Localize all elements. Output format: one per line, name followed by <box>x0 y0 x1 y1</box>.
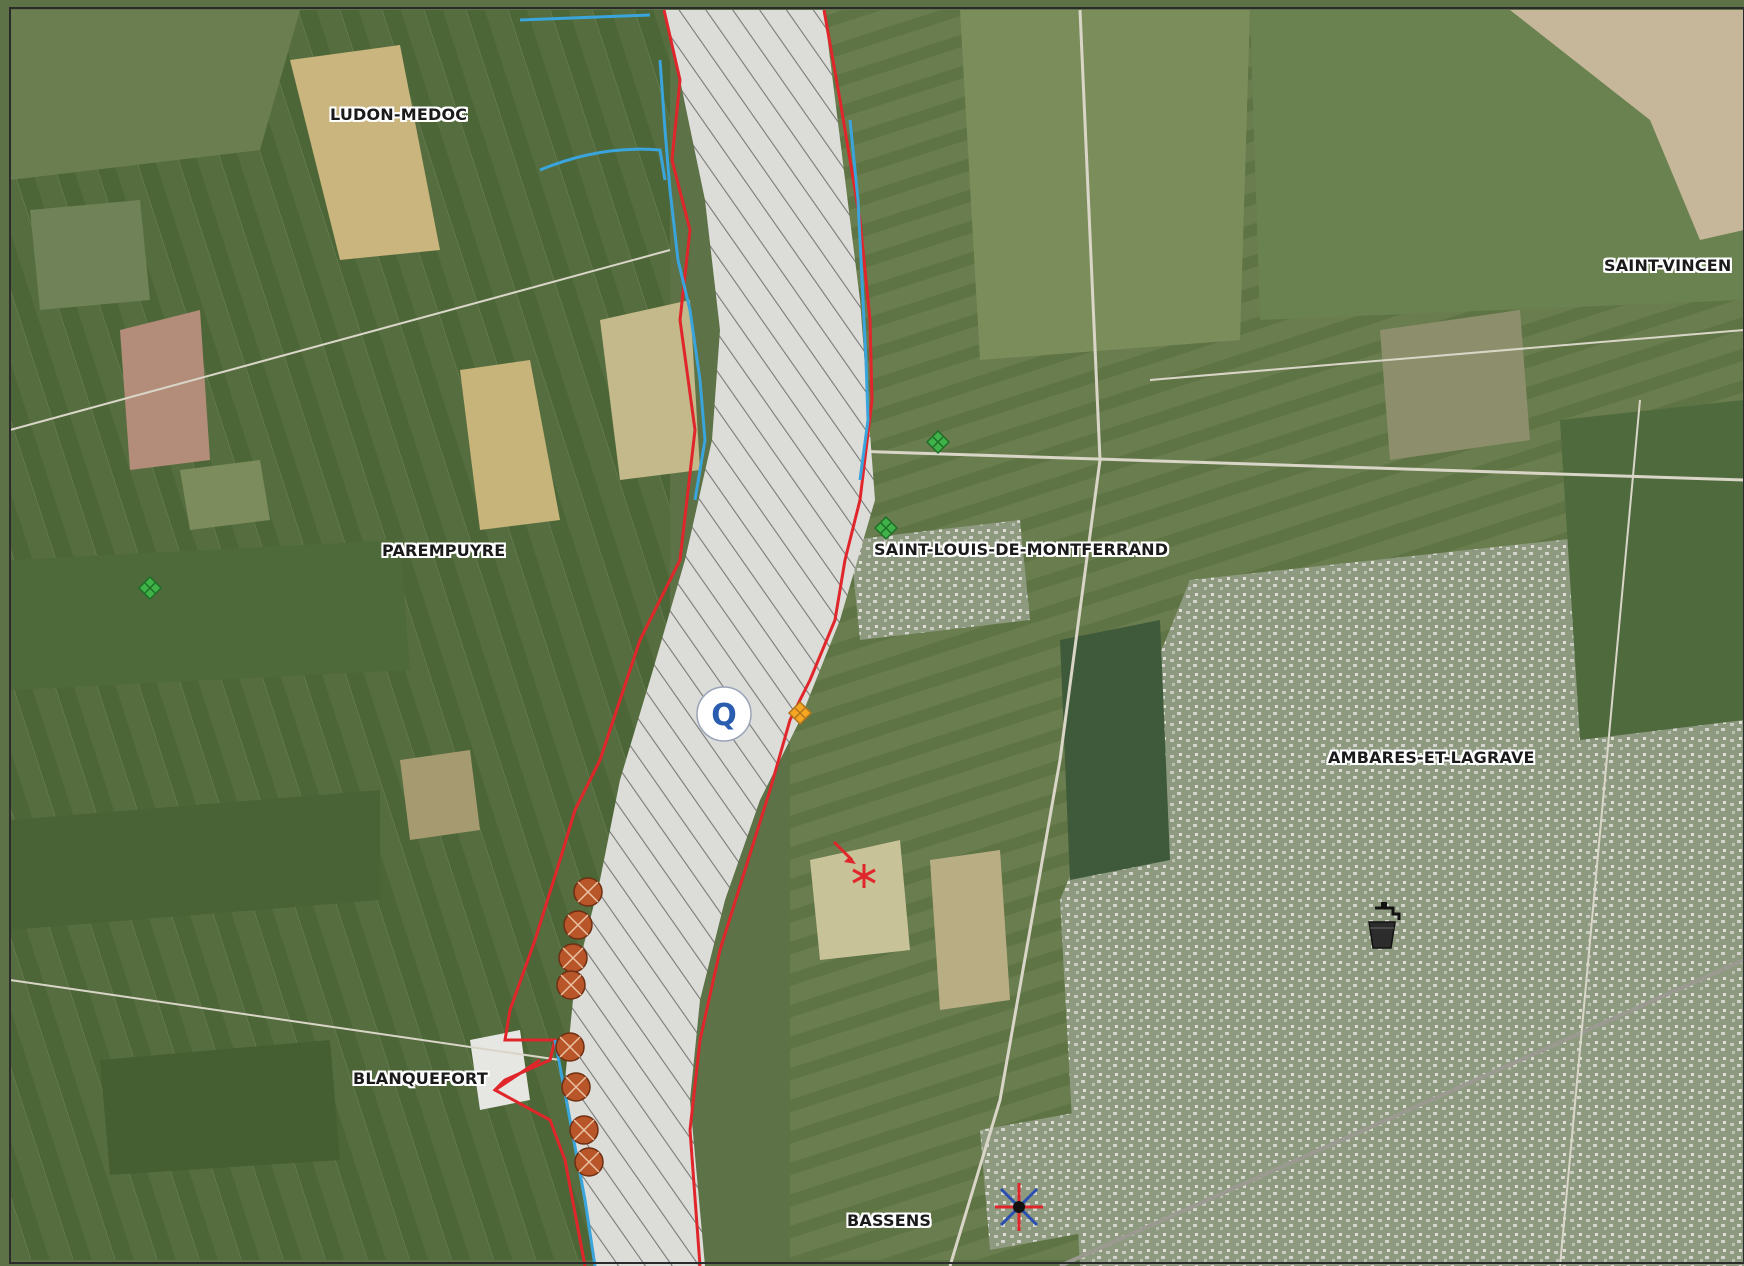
green-diamond-marker-icon[interactable] <box>873 515 899 541</box>
brown-crossed-circle-icon[interactable] <box>563 910 593 940</box>
river-hatched-zone <box>565 10 875 1266</box>
brown-crossed-circle-icon[interactable] <box>561 1072 591 1102</box>
place-label-saint-vincent: SAINT-VINCEN <box>1604 256 1732 275</box>
brown-crossed-circles <box>555 877 604 1177</box>
brown-crossed-circle-icon[interactable] <box>569 1115 599 1145</box>
place-label-ludon-medoc: LUDON-MEDOC <box>330 105 468 124</box>
roads <box>9 9 1744 1266</box>
q-symbol-text: Q <box>711 698 737 733</box>
red-asterisk-arrow-icon[interactable] <box>832 840 876 888</box>
place-label-parempuyre: PAREMPUYRE <box>382 541 506 560</box>
place-label-blanquefort: BLANQUEFORT <box>353 1069 488 1088</box>
brown-crossed-circle-icon[interactable] <box>558 943 588 973</box>
blue-streams <box>519 13 870 1266</box>
map-border <box>9 7 1744 1264</box>
east-fields <box>790 10 1744 1266</box>
brown-crossed-circle-icon[interactable] <box>556 970 586 1000</box>
place-label-saint-louis-de-montferrand: SAINT-LOUIS-DE-MONTFERRAND <box>874 540 1169 559</box>
green-diamond-marker-icon[interactable] <box>925 429 951 455</box>
orange-diamond-marker-icon[interactable] <box>787 700 813 726</box>
green-diamond-marker-icon[interactable] <box>137 575 163 601</box>
west-fields <box>10 10 700 1260</box>
red-boundary <box>492 9 874 1266</box>
brown-crossed-circle-icon[interactable] <box>574 1147 604 1177</box>
water-tap-bucket-icon[interactable] <box>1368 902 1401 949</box>
place-label-ambares-et-lagrave: AMBARES-ET-LAGRAVE <box>1328 748 1535 767</box>
brown-crossed-circle-icon[interactable] <box>555 1032 585 1062</box>
blue-red-star-marker-icon[interactable] <box>995 1183 1043 1231</box>
place-label-bassens: BASSENS <box>847 1211 932 1230</box>
brown-crossed-circle-icon[interactable] <box>573 877 603 907</box>
q-circle-icon[interactable]: Q <box>696 686 752 742</box>
